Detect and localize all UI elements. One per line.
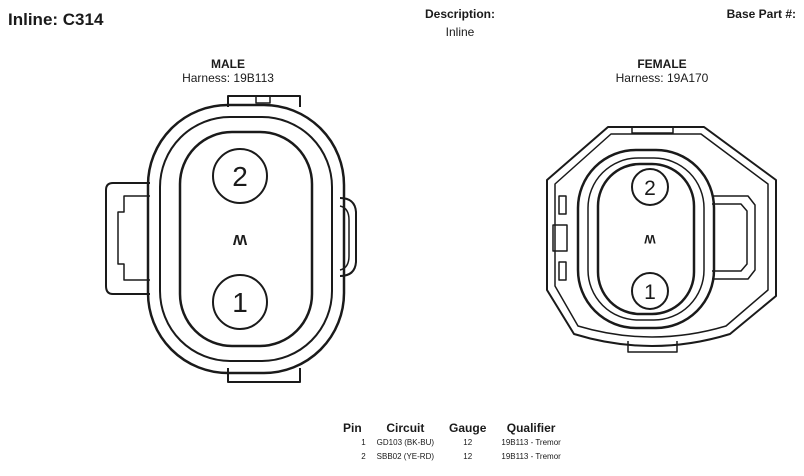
male-pin-1-label: 1: [232, 287, 248, 318]
male-pin-2-label: 2: [232, 161, 248, 192]
female-body-outer: [576, 148, 716, 330]
connector-title: Inline: C314: [8, 10, 104, 29]
description-label: Description:: [424, 7, 495, 21]
male-label: MALE: [211, 57, 245, 71]
male-connector: [105, 95, 357, 383]
female-left-slot-top: [558, 195, 567, 215]
female-bottom-tab: [627, 341, 678, 353]
pin-cell: 2: [361, 452, 366, 461]
gauge-cell: 12: [463, 438, 473, 447]
female-connector: [546, 126, 777, 353]
female-pin-2-label: 2: [644, 177, 656, 200]
male-left-tab-inner: [117, 195, 150, 281]
male-harness: Harness: 19B113: [182, 71, 274, 85]
female-pin-2-cavity: [631, 168, 669, 206]
female-top-tab: [631, 127, 674, 134]
qualifier-cell: 19B113 - Tremor: [501, 452, 561, 461]
qualifier-cell: 19B113 - Tremor: [501, 438, 561, 447]
female-left-slot-middle: [552, 224, 568, 252]
female-pin-1-cavity: [631, 272, 669, 310]
male-top-latch: [227, 95, 301, 107]
table-row: 1 GD103 (BK-BU) 12 19B113 - Tremor: [335, 435, 568, 449]
pin-table: Pin Circuit Gauge Qualifier 1 GD103 (BK-…: [335, 421, 568, 463]
female-shell-inner: [554, 133, 769, 338]
male-body-mid: [159, 116, 333, 362]
male-center-mark: W: [232, 231, 247, 248]
male-left-tab: [105, 182, 150, 295]
male-connector-header: MALE Harness: 19B113: [158, 57, 298, 85]
female-harness: Harness: 19A170: [615, 71, 709, 85]
male-body-outer: [146, 103, 346, 375]
circuit-column-header: Circuit: [386, 421, 425, 435]
male-right-lock: [339, 197, 357, 277]
female-connector-header: FEMALE Harness: 19A170: [592, 57, 732, 85]
gauge-column-header: Gauge: [449, 421, 487, 435]
circuit-cell: GD103 (BK-BU): [376, 438, 435, 447]
pin-table-header-row: Pin Circuit Gauge Qualifier: [335, 421, 568, 435]
female-right-latch: [712, 195, 756, 280]
female-shell-outer: [546, 126, 777, 347]
female-left-slot-bottom: [558, 261, 567, 281]
female-center-mark: W: [644, 232, 656, 246]
male-top-latch-notch: [255, 96, 271, 104]
table-row: 2 SBB02 (YE-RD) 12 19B113 - Tremor: [335, 449, 568, 463]
male-pin-2-cavity: [212, 148, 268, 204]
description-value: Inline: [445, 25, 475, 39]
male-pin-1-cavity: [212, 274, 268, 330]
male-body-inner: [178, 130, 314, 348]
pin-column-header: Pin: [343, 421, 362, 435]
pin-cell: 1: [361, 438, 366, 447]
female-pin-1-label: 1: [644, 281, 656, 304]
female-right-latch-inner: [712, 203, 748, 272]
female-body-mid: [587, 157, 705, 321]
male-bottom-latch: [227, 368, 301, 383]
qualifier-column-header: Qualifier: [506, 421, 556, 435]
circuit-cell: SBB02 (YE-RD): [376, 452, 435, 461]
female-label: FEMALE: [637, 57, 687, 71]
base-part-label: Base Part #:: [726, 7, 796, 21]
female-body-inner: [596, 162, 696, 316]
gauge-cell: 12: [463, 452, 473, 461]
